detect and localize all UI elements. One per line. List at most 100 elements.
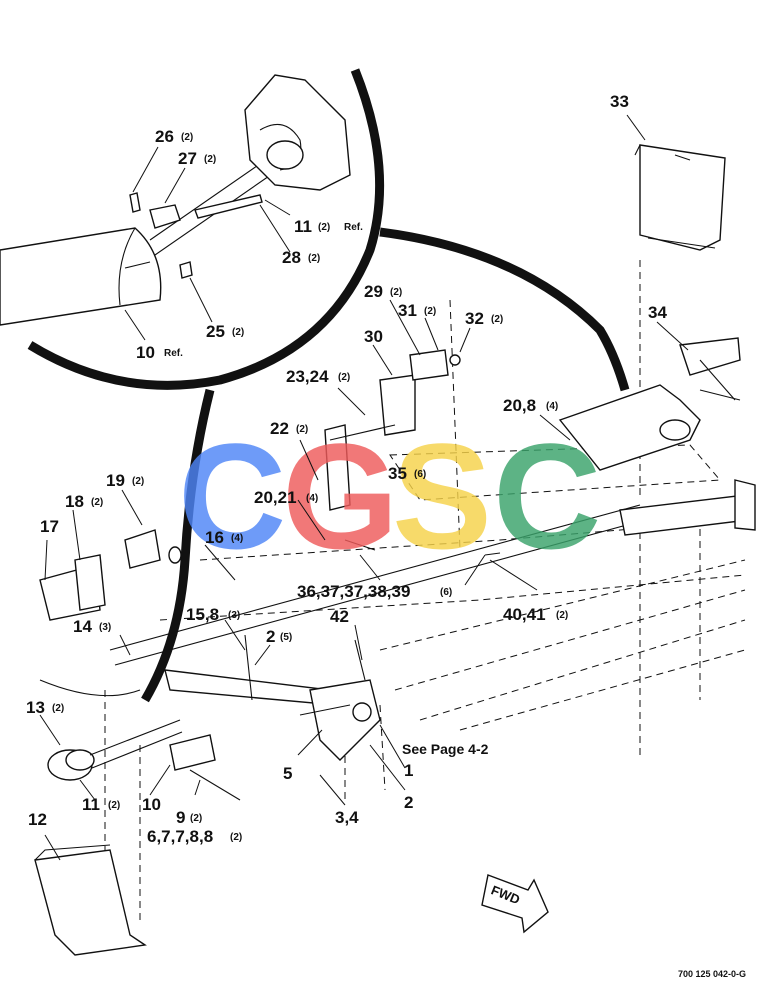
- callout-label: 20,8: [503, 396, 536, 415]
- callout-label: 28: [282, 248, 301, 267]
- callout-label: 16: [205, 528, 224, 547]
- callout-23-24: 23,24 (2): [286, 367, 350, 386]
- callout-2: 2: [404, 793, 413, 812]
- callout-36-39: 36,37,37,38,39 (6): [297, 582, 452, 601]
- callout-label: 27: [178, 149, 197, 168]
- callout-11-ref: 11 (2) Ref.: [294, 217, 363, 236]
- callout-qty: (3): [99, 622, 111, 633]
- watermark-letter-3: S: [392, 412, 492, 580]
- callout-qty: (2): [491, 314, 503, 325]
- callout-label: 31: [398, 301, 417, 320]
- fwd-arrow: FWD: [481, 874, 549, 934]
- callout-18: 18 (2): [65, 492, 103, 511]
- callout-qty: (2): [190, 813, 202, 824]
- callout-qty: (2): [91, 497, 103, 508]
- callout-label: 22: [270, 419, 289, 438]
- callout-label: 3,4: [335, 808, 359, 827]
- callout-label: 17: [40, 517, 59, 536]
- callout-qty: (2): [296, 424, 308, 435]
- callout-label: 2: [266, 627, 275, 646]
- callout-label: 9: [176, 808, 185, 827]
- callout-10: 10: [142, 795, 161, 814]
- callout-9: 9 (2): [176, 808, 202, 827]
- callout-qty: (5): [280, 632, 292, 643]
- callout-label: 32: [465, 309, 484, 328]
- figure-number: 700 125 042-0-G: [678, 969, 746, 979]
- callout-11: 11 (2): [82, 795, 120, 814]
- callout-label: 1: [404, 761, 413, 780]
- main-tube: [109, 479, 756, 666]
- callout-label: 5: [283, 764, 292, 783]
- callout-label: 12: [28, 810, 47, 829]
- callout-qty: (4): [546, 401, 558, 412]
- callout-label: 34: [648, 303, 667, 322]
- callout-14: 14 (3): [73, 617, 111, 636]
- callout-qty: (2): [308, 253, 320, 264]
- callout-qty: (2): [338, 372, 350, 383]
- callout-label: 14: [73, 617, 92, 636]
- callout-qty: (2): [232, 327, 244, 338]
- callout-label: 42: [330, 607, 349, 626]
- callout-label: 26: [155, 127, 174, 146]
- callout-label: 10: [136, 343, 155, 362]
- callout-label: 33: [610, 92, 629, 111]
- callout-label: 11: [82, 795, 100, 814]
- callout-28: 28 (2): [282, 248, 320, 267]
- callout-label: 19: [106, 471, 125, 490]
- callout-6-8: 6,7,7,8,8 (2): [147, 827, 242, 846]
- left-drive: [39, 679, 216, 781]
- part-33-shield: [634, 144, 726, 251]
- callout-ref: Ref.: [344, 222, 363, 233]
- callout-ref: Ref.: [164, 348, 183, 359]
- callout-32: 32 (2): [465, 309, 503, 328]
- callout-qty: (4): [231, 533, 243, 544]
- callout-label: 35: [388, 464, 407, 483]
- callout-3-4: 3,4: [335, 808, 359, 827]
- callout-30: 30: [364, 327, 383, 346]
- part-12-shield: [34, 844, 147, 956]
- detail-tube: [0, 227, 162, 326]
- callout-42: 42: [330, 607, 349, 626]
- callout-qty: (3): [228, 610, 240, 621]
- callout-20-8: 20,8 (4): [503, 396, 558, 415]
- callout-33: 33: [610, 92, 629, 111]
- callout-qty: (2): [424, 306, 436, 317]
- see-page-note: See Page 4-2: [402, 741, 489, 757]
- detail-view-border: [27, 68, 630, 703]
- callout-label: 2: [404, 793, 413, 812]
- callout-label: 36,37,37,38,39: [297, 582, 410, 601]
- callout-5: 5: [283, 764, 292, 783]
- callout-note: See Page 4-2: [402, 741, 489, 757]
- callout-label: 11: [294, 217, 312, 236]
- callout-34: 34: [648, 303, 667, 322]
- callout-qty: (2): [230, 832, 242, 843]
- callout-label: 18: [65, 492, 84, 511]
- callout-qty: (2): [52, 703, 64, 714]
- callout-1: 1: [404, 761, 413, 780]
- watermark: C G S C: [178, 412, 601, 580]
- callout-label: 25: [206, 322, 225, 341]
- callout-label: 23,24: [286, 367, 329, 386]
- watermark-letter-2: G: [282, 412, 399, 580]
- callout-qty: (2): [390, 287, 402, 298]
- callout-29: 29 (2): [364, 282, 402, 301]
- callout-label: 6,7,7,8,8: [147, 827, 213, 846]
- callout-12: 12: [28, 810, 47, 829]
- callout-31: 31 (2): [398, 301, 436, 320]
- callout-40-41: 40,41 (2): [503, 605, 568, 624]
- callout-qty: (2): [181, 132, 193, 143]
- callout-35: 35 (6): [388, 464, 426, 483]
- bracket-17-19: [39, 529, 182, 621]
- callout-label: 40,41: [503, 605, 546, 624]
- callout-17: 17: [40, 517, 59, 536]
- callout-qty: (2): [132, 476, 144, 487]
- callout-qty: (6): [440, 587, 452, 598]
- callout-qty: (2): [108, 800, 120, 811]
- callout-qty: (4): [306, 493, 318, 504]
- callout-qty: (6): [414, 469, 426, 480]
- callout-10-ref: 10 Ref.: [136, 343, 183, 362]
- watermark-letter-1: C: [178, 412, 286, 580]
- callout-25: 25 (2): [206, 322, 244, 341]
